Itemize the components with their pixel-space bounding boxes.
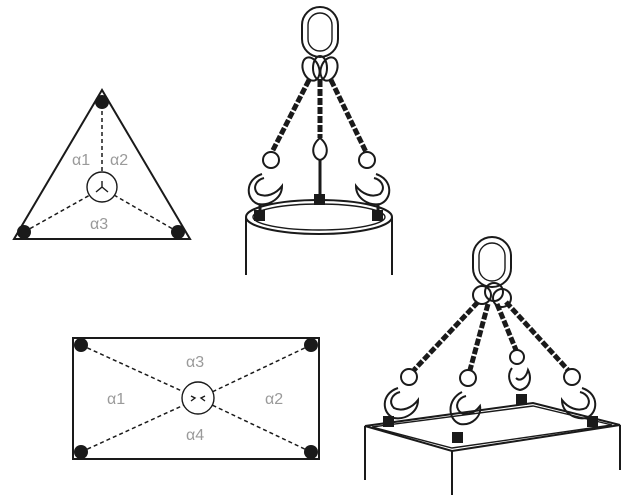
angle-label-alpha1: α1: [72, 152, 90, 169]
triangle-dash-right: [113, 194, 179, 233]
angle-label-alpha2: α2: [110, 152, 128, 169]
chain-leg-left: [269, 78, 312, 154]
lift-point-block-left: [254, 210, 265, 221]
master-link-4-inner: [478, 242, 506, 282]
hook-left: [247, 173, 284, 206]
hook-link-left: [262, 151, 280, 169]
three-leg-chain-sling-icon: [245, 6, 393, 275]
sub-link-right: [319, 56, 339, 82]
lift-point-block-4-front: [452, 432, 463, 443]
rectangle-dash-bl: [80, 404, 185, 453]
angle-label-alpha1-rect: α1: [107, 391, 125, 408]
lift-point-block-4-right: [587, 416, 598, 427]
cylinder-top: [245, 199, 393, 235]
angle-label-alpha3-rect: α3: [186, 354, 204, 371]
box-top-rim: [371, 405, 613, 449]
hook-link-4-right: [563, 368, 581, 386]
hook-4-front: [449, 391, 482, 426]
lift-point-block-4-back: [516, 394, 527, 405]
rectangle-outline: [72, 337, 320, 460]
rectangle-lift-point-tr: [304, 338, 318, 352]
triangle-center-mark: [95, 181, 109, 193]
triangle-layout: α1 α2 α3: [12, 88, 192, 240]
master-link-4: [472, 236, 512, 288]
hook-link-right: [358, 151, 376, 169]
chain-leg-right: [328, 78, 369, 154]
chain-leg-4-front: [467, 303, 491, 371]
master-link-inner: [307, 12, 333, 52]
sub-link-left: [301, 56, 321, 82]
hook-right: [354, 173, 391, 206]
rectangle-dash-br: [211, 404, 312, 453]
connector-center: [312, 136, 328, 162]
lift-point-block-right: [372, 210, 383, 221]
angle-label-alpha2-rect: α2: [265, 391, 283, 408]
lift-point-block-4-left: [383, 416, 394, 427]
triangle-lift-point-top: [95, 95, 109, 109]
rectangle-dash-tl: [80, 344, 185, 393]
chain-leg-4-back: [494, 303, 519, 351]
chain-leg-4-left: [412, 300, 480, 372]
rectangle-dash-tr: [211, 344, 312, 393]
hook-4-left: [383, 387, 420, 420]
rectangle-center-mark: [190, 395, 206, 402]
rectangle-lift-point-br: [304, 445, 318, 459]
sub-link-4a: [472, 285, 492, 305]
rectangle-lift-point-bl: [74, 445, 88, 459]
hook-4-right: [560, 387, 597, 420]
angle-label-alpha4-rect: α4: [186, 427, 204, 444]
hook-link-4-left: [400, 368, 418, 386]
angle-label-alpha3: α3: [90, 216, 108, 233]
triangle-lift-point-right: [171, 225, 185, 239]
hook-link-4-back: [509, 349, 525, 365]
four-leg-chain-sling-icon: [364, 236, 621, 495]
rectangle-layout: α3 α1 α2 α4: [72, 337, 320, 460]
triangle-center-circle: [86, 171, 118, 203]
triangle-dash-left: [23, 194, 91, 233]
triangle-lift-point-left: [17, 225, 31, 239]
hook-4-back: [508, 367, 531, 392]
chain-leg-4-right: [504, 300, 570, 372]
rectangle-center-circle: [181, 381, 215, 415]
rectangle-lift-point-tl: [74, 338, 88, 352]
hook-link-4-front: [459, 369, 477, 387]
triangle-outline: [12, 88, 192, 240]
cylinder-rim: [252, 203, 386, 231]
sub-link-4c: [492, 288, 512, 308]
